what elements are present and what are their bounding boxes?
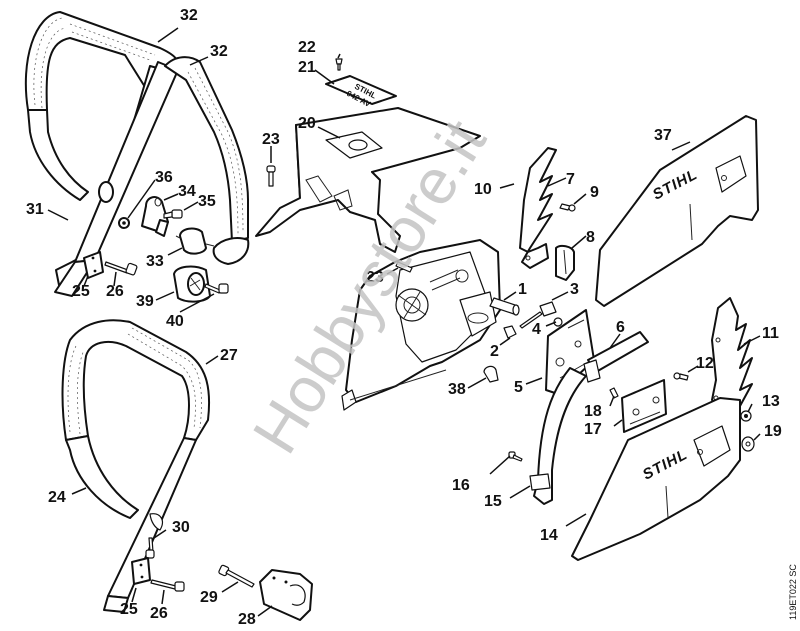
callout-18: 18 bbox=[584, 403, 602, 420]
callout-10: 10 bbox=[474, 181, 492, 198]
callout-30: 30 bbox=[172, 519, 190, 536]
callout-25: 25 bbox=[120, 601, 138, 618]
callout-26: 26 bbox=[106, 283, 124, 300]
callout-31: 31 bbox=[26, 201, 44, 218]
callout-40: 40 bbox=[166, 313, 184, 330]
chain-catcher-15[interactable] bbox=[529, 367, 587, 505]
screw-23-top[interactable] bbox=[266, 165, 276, 187]
callout-9: 9 bbox=[590, 184, 599, 201]
callout-6: 6 bbox=[616, 319, 625, 336]
callout-39: 39 bbox=[136, 293, 154, 310]
av-element-33[interactable] bbox=[175, 227, 215, 255]
screw-12[interactable] bbox=[673, 372, 689, 381]
callout-38: 38 bbox=[448, 381, 466, 398]
callout-1: 1 bbox=[518, 281, 527, 298]
screw-30[interactable] bbox=[145, 537, 155, 559]
sprocket-cover-14[interactable]: STIHL bbox=[571, 397, 741, 561]
callout-14: 14 bbox=[540, 527, 558, 544]
callout-5: 5 bbox=[514, 379, 523, 396]
plate-25-bottom[interactable] bbox=[131, 557, 151, 585]
catch-8[interactable] bbox=[555, 244, 575, 281]
nut-13[interactable] bbox=[740, 410, 752, 422]
stud-1[interactable] bbox=[489, 297, 520, 316]
nameplate-21[interactable]: STIHL 042 AV bbox=[325, 75, 397, 109]
screw-18[interactable] bbox=[609, 387, 619, 399]
callout-23: 23 bbox=[262, 131, 280, 148]
bumper-spike-11[interactable] bbox=[711, 297, 753, 411]
callout-34: 34 bbox=[178, 183, 196, 200]
screw-9[interactable] bbox=[559, 203, 576, 212]
callout-4: 4 bbox=[532, 321, 541, 338]
screw-26-top[interactable] bbox=[104, 261, 138, 276]
screw-26-bottom[interactable] bbox=[150, 579, 185, 592]
bushing-icon bbox=[149, 513, 163, 531]
handle-bracket-28[interactable] bbox=[259, 569, 313, 621]
nut-2[interactable] bbox=[503, 325, 517, 339]
callout-21: 21 bbox=[298, 59, 316, 76]
handlebar-32-31[interactable] bbox=[24, 11, 250, 297]
av-element-39[interactable] bbox=[173, 265, 211, 303]
plate-25-top[interactable] bbox=[83, 251, 104, 279]
callout-26: 26 bbox=[150, 605, 168, 622]
plug-38[interactable] bbox=[483, 365, 499, 383]
plate-17[interactable] bbox=[621, 379, 667, 433]
adjusting-screw-3[interactable] bbox=[519, 301, 557, 329]
nut-36[interactable] bbox=[118, 217, 130, 229]
chain-guide-6[interactable] bbox=[583, 331, 649, 383]
screw-23-bottom[interactable] bbox=[395, 261, 413, 273]
callout-36: 36 bbox=[155, 169, 173, 186]
callout-24: 24 bbox=[48, 489, 66, 506]
callout-33: 33 bbox=[146, 253, 164, 270]
callout-35: 35 bbox=[198, 193, 216, 210]
callout-23: 23 bbox=[366, 269, 384, 286]
washer-19[interactable] bbox=[741, 436, 755, 452]
callout-11: 11 bbox=[762, 325, 779, 342]
shroud-20[interactable] bbox=[255, 107, 481, 253]
callouts: 32 32 31 36 34 35 33 39 40 25 26 22 21 2… bbox=[26, 7, 782, 628]
callout-15: 15 bbox=[484, 493, 502, 510]
callout-32: 32 bbox=[210, 43, 228, 60]
av-mount-bracket-34[interactable] bbox=[141, 196, 169, 237]
screw-16[interactable] bbox=[508, 451, 523, 462]
handlebar-27-24[interactable] bbox=[61, 319, 211, 613]
bumper-spike-7[interactable] bbox=[519, 147, 557, 269]
callout-12: 12 bbox=[696, 355, 714, 372]
callout-20: 20 bbox=[298, 115, 316, 132]
screw-40[interactable] bbox=[204, 283, 229, 294]
callout-25: 25 bbox=[72, 283, 90, 300]
callout-27: 27 bbox=[220, 347, 238, 364]
callout-37: 37 bbox=[654, 127, 672, 144]
callout-3: 3 bbox=[570, 281, 579, 298]
crankcase[interactable] bbox=[341, 239, 501, 411]
screw-22[interactable] bbox=[335, 58, 343, 71]
callout-16: 16 bbox=[452, 477, 470, 494]
sprocket-cover-37[interactable]: STIHL bbox=[595, 115, 759, 307]
screw-29[interactable] bbox=[218, 564, 255, 588]
screw-35[interactable] bbox=[163, 209, 183, 219]
callout-8: 8 bbox=[586, 229, 595, 246]
leader-lines bbox=[47, 27, 761, 617]
callout-29: 29 bbox=[200, 589, 218, 606]
callout-2: 2 bbox=[490, 343, 499, 360]
callout-17: 17 bbox=[584, 421, 602, 438]
bushing-icon bbox=[98, 181, 114, 203]
callout-32: 32 bbox=[180, 7, 198, 24]
callout-22: 22 bbox=[298, 39, 316, 56]
callout-7: 7 bbox=[566, 171, 575, 188]
figure-code: 119ET022 SC bbox=[788, 564, 798, 620]
callout-28: 28 bbox=[238, 611, 256, 628]
callout-13: 13 bbox=[762, 393, 780, 410]
callout-19: 19 bbox=[764, 423, 782, 440]
